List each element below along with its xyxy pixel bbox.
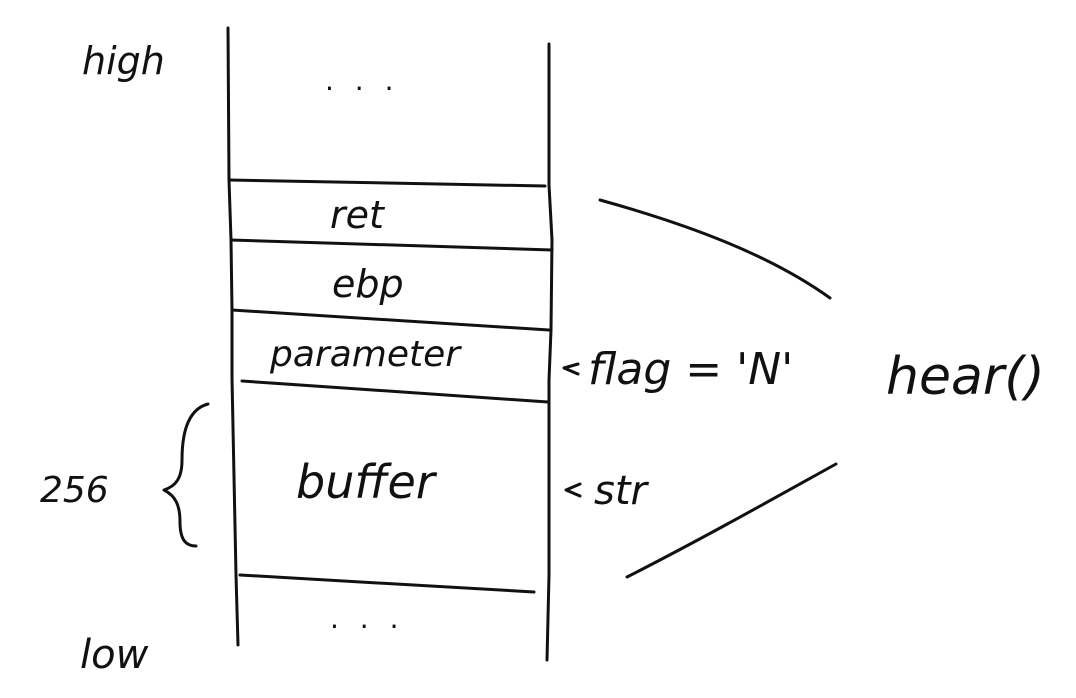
parameter-label: parameter xyxy=(269,334,462,375)
buffer-label: buffer xyxy=(296,455,438,509)
function-label: hear() xyxy=(886,347,1045,407)
stack-cell-buffer: buffer xyxy=(238,455,536,594)
stack-cell-ret: ret xyxy=(227,178,554,252)
str-pointer: str xyxy=(564,468,650,514)
str-pointer-label: str xyxy=(594,468,650,514)
flag-arrow-icon xyxy=(562,362,580,376)
function-top-line xyxy=(598,198,832,300)
stack-right-wall xyxy=(545,42,554,662)
stack-cell-parameter: parameter xyxy=(240,334,550,404)
size-label: 256 xyxy=(40,470,109,511)
flag-pointer-label: flag = 'N' xyxy=(588,344,793,395)
ret-label: ret xyxy=(330,193,386,237)
stack-cell-ebp: ebp xyxy=(230,262,551,332)
top-ellipsis: · · · xyxy=(325,72,400,105)
high-label: high xyxy=(82,39,165,83)
low-label: low xyxy=(80,632,149,678)
bottom-ellipsis: · · · xyxy=(330,610,405,643)
str-arrow-icon xyxy=(564,482,582,498)
ebp-label: ebp xyxy=(332,262,404,306)
size-brace xyxy=(162,402,210,548)
stack-left-wall xyxy=(226,26,240,647)
function-bottom-line xyxy=(625,462,838,579)
flag-pointer: flag = 'N' xyxy=(562,344,793,395)
